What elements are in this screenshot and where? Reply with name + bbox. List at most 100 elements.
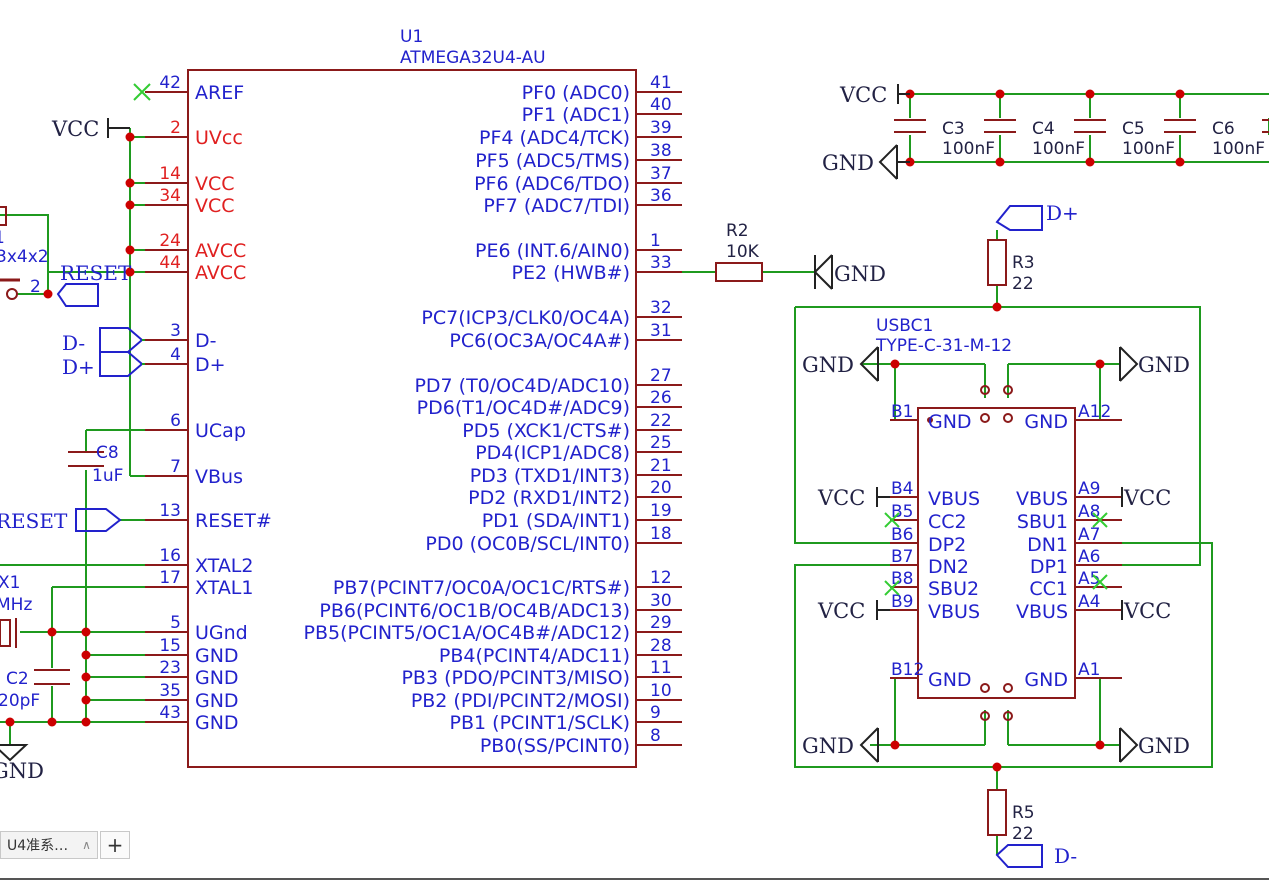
u1-body[interactable] [187,69,637,768]
junction-dot [992,302,1002,312]
svg-text:VCC: VCC [1123,599,1171,623]
add-sheet-button[interactable]: + [99,831,130,859]
capacitor-ref: C6 [1212,119,1235,139]
sheet-tab[interactable]: U4准系… ∧ [0,831,98,859]
reset-switch-partial[interactable]: 1 3x4x2 2 [0,206,49,300]
junction-dot [81,695,91,705]
usbc-pin-number: B5 [891,502,913,522]
gnd-symbol-usb-tr: GND [1119,346,1190,382]
junction-dot [1175,157,1185,167]
usbc-pin-name: SBU2 [928,578,979,600]
u1-pin-name: GND [195,690,239,712]
u1-pin-name: PD2 (RXD1/INT2) [468,487,630,509]
u1-pin-name: PF6 (ADC6/TDO) [474,173,630,195]
junction-dot [81,627,91,637]
u1-pin-number: 24 [159,231,181,251]
u1-pin-name: PD6(T1/OC4D#/ADC9) [417,397,630,419]
usbc-pin-name: SBU1 [1017,511,1068,533]
usbc-body[interactable] [917,407,1076,699]
u1-pin-name: PB2 (PDI/PCINT2/MOSI) [411,690,630,712]
dminus-label-r5: D- [995,844,1077,868]
usbc-pin-number: A9 [1078,479,1100,499]
junction-dot [125,267,135,277]
svg-text:22: 22 [1012,824,1034,844]
capacitor-c2[interactable]: C2 20pF [0,669,70,711]
usbc-pin-name: GND [928,411,972,433]
vcc-symbol-caps: VCC [839,83,910,107]
usbc-pin-number: B1 [891,402,913,422]
usbc-pin-number: B12 [891,660,924,680]
svg-text:D+: D+ [62,355,95,379]
u1-pin-name: PB1 (PCINT1/SCLK) [450,712,630,734]
usbc-pin-number: A12 [1078,402,1111,422]
u1-pin-number: 17 [159,568,181,588]
svg-text:VCC: VCC [817,486,865,510]
usbc-pin-name: DN1 [1027,534,1068,556]
junction-dot [125,132,135,142]
sheet-tabbar: U4准系… ∧ + [0,830,130,860]
junction-dot [992,762,1002,772]
u1-pin-name: UCap [195,420,246,442]
usbc-pin-number: A8 [1078,502,1100,522]
u1-pin-number: 10 [650,681,672,701]
gnd-symbol-usb-tl: GND [802,346,879,382]
gnd-symbol-usb-bl: GND [802,727,879,763]
chevron-up-icon[interactable]: ∧ [82,838,91,852]
usbc-pin-name: DP1 [1030,556,1068,578]
junction-dot [1175,89,1185,99]
usbc-pin-name: VBUS [928,601,980,623]
u1-pin-number: 43 [159,703,181,723]
capacitor-c8[interactable]: C8 1uF [68,443,123,486]
u1-pin-name: PC6(OC3A/OC4A#) [449,330,630,352]
vcc-symbol-usb-left-bottom: VCC [817,599,890,623]
svg-text:C2: C2 [6,669,29,689]
junction-dot [81,717,91,727]
svg-text:3x4x2: 3x4x2 [0,247,49,267]
status-divider [0,878,1269,880]
u1-pin-number: 3 [170,321,181,341]
u1-pin-name: PB4(PCINT4/ADC11) [439,645,630,667]
u1-pin-name: PF7 (ADC7/TDI) [483,195,630,217]
junction-dot [5,717,15,727]
u1-pin-name: PB5(PCINT5/OC1A/OC4B#/ADC12) [304,622,631,644]
resistor-r3[interactable]: R3 22 [987,239,1035,294]
capacitor-value: 100nF [1122,139,1175,159]
junction-dot [47,717,57,727]
u1-pin-number: 8 [650,726,661,746]
svg-text:D-: D- [1054,844,1077,868]
gnd-symbol-bottom-left: GND [0,744,44,783]
svg-text:1uF: 1uF [92,466,123,486]
u1-pin-name: AVCC [195,240,246,262]
u1-pin-number: 29 [650,613,672,633]
junction-dot [890,359,900,369]
u1-pin-name: PD3 (TXD1/INT3) [470,465,630,487]
u1-pin-number: 21 [650,456,672,476]
u1-pin-number: 35 [159,681,181,701]
u1-value: ATMEGA32U4-AU [400,48,546,68]
svg-text:VCC: VCC [817,599,865,623]
u1-pin-number: 28 [650,636,672,656]
u1-pin-number: 26 [650,388,672,408]
usbc-pin-number: A5 [1078,569,1100,589]
crystal-x1[interactable]: X1 MHz [0,573,32,648]
resistor-r2[interactable]: R2 10K [715,221,763,282]
usbc-pin-number: A1 [1078,660,1100,680]
u1-pin-name: AVCC [195,262,246,284]
svg-text:GND: GND [802,353,854,377]
svg-text:VCC: VCC [839,83,887,107]
u1-pin-number: 6 [170,411,181,431]
u1-pin-name: XTAL1 [195,577,253,599]
svg-text:22: 22 [1012,274,1034,294]
usbc-pin-name: GND [928,669,972,691]
junction-dot [81,650,91,660]
svg-text:RESET: RESET [60,261,132,285]
u1-pin-name: PD4(ICP1/ADC8) [475,442,630,464]
u1-pin-number: 32 [650,298,672,318]
svg-text:C8: C8 [96,443,119,463]
usbc-pin-number: B4 [891,479,913,499]
resistor-r5[interactable]: R5 22 [987,789,1035,844]
u1-pin-name: PE6 (INT.6/AIN0) [475,240,630,262]
